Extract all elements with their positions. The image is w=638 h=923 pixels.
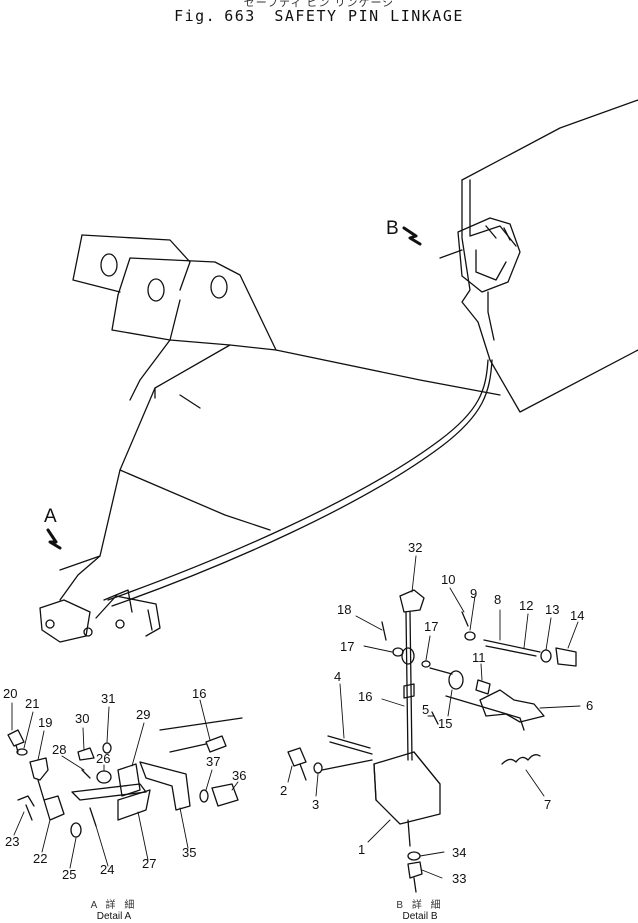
callout-7: 7 — [544, 797, 551, 812]
callout-25: 25 — [62, 867, 76, 882]
callout-24: 24 — [100, 862, 114, 877]
detail-b-japanese: B 詳 細 — [396, 900, 444, 911]
view-a-mechanism — [39, 589, 161, 643]
callout-6: 6 — [586, 698, 593, 713]
fig-number: 663 — [224, 7, 256, 25]
leader-lines — [11, 555, 581, 879]
view-b-letter: B — [386, 218, 399, 239]
callout-8: 8 — [494, 592, 501, 607]
view-a-letter: A — [44, 506, 57, 527]
callout-20: 20 — [3, 686, 17, 701]
callout-31: 31 — [101, 691, 115, 706]
callout-13: 13 — [545, 602, 559, 617]
callout-34: 34 — [452, 845, 466, 860]
detail-a-parts — [7, 717, 243, 838]
callout-28: 28 — [52, 742, 66, 757]
callout-3: 3 — [312, 797, 319, 812]
detail-b-label: Detail B — [402, 911, 438, 922]
detail-a-japanese: A 詳 細 — [90, 900, 138, 911]
callout-30: 30 — [75, 711, 89, 726]
callout-19: 19 — [38, 715, 52, 730]
callout-16: 16 — [192, 686, 206, 701]
linkage-cable — [107, 359, 493, 607]
view-b-arrow — [402, 226, 422, 246]
callout-35: 35 — [182, 845, 196, 860]
view-a-arrow — [46, 528, 62, 550]
callout-16b: 16 — [358, 689, 372, 704]
figure-title: SAFETY PIN LINKAGE — [274, 7, 464, 25]
figure-title-line: Fig. 663 SAFETY PIN LINKAGE — [0, 7, 638, 25]
detail-a-caption: A 詳 細 Detail A — [84, 900, 144, 922]
callout-33: 33 — [452, 871, 466, 886]
callout-17: 17 — [340, 639, 354, 654]
callout-5: 5 — [422, 702, 429, 717]
detail-a-callouts: 20 21 19 30 31 29 16 28 26 37 36 23 22 2… — [3, 686, 246, 882]
callout-21: 21 — [25, 696, 39, 711]
detail-a-label: Detail A — [96, 911, 132, 922]
callout-27: 27 — [142, 856, 156, 871]
callout-1: 1 — [358, 842, 365, 857]
japanese-title: セーフティ ピン リンケージ — [243, 0, 395, 9]
callout-22: 22 — [33, 851, 47, 866]
callout-26: 26 — [96, 751, 110, 766]
callout-23: 23 — [5, 834, 19, 849]
callout-36: 36 — [232, 768, 246, 783]
callout-10: 10 — [441, 572, 455, 587]
callout-4: 4 — [334, 669, 341, 684]
view-b-mechanism — [439, 217, 521, 341]
callout-29: 29 — [136, 707, 150, 722]
fig-prefix: Fig. — [174, 7, 217, 25]
callout-17b: 17 — [424, 619, 438, 634]
callout-32: 32 — [408, 540, 422, 555]
callout-15: 15 — [438, 716, 452, 731]
callout-37: 37 — [206, 754, 220, 769]
machine-frame-outline — [59, 99, 638, 601]
callout-12: 12 — [519, 598, 533, 613]
callout-2: 2 — [280, 783, 287, 798]
callout-18: 18 — [337, 602, 351, 617]
callout-14: 14 — [570, 608, 584, 623]
callout-9: 9 — [470, 586, 477, 601]
detail-b-parts — [287, 589, 577, 893]
callout-11: 11 — [472, 650, 486, 665]
detail-b-callouts: 32 10 9 8 12 13 14 18 17 17 11 4 16 5 15… — [280, 540, 593, 886]
detail-b-caption: B 詳 細 Detail B — [390, 900, 450, 922]
